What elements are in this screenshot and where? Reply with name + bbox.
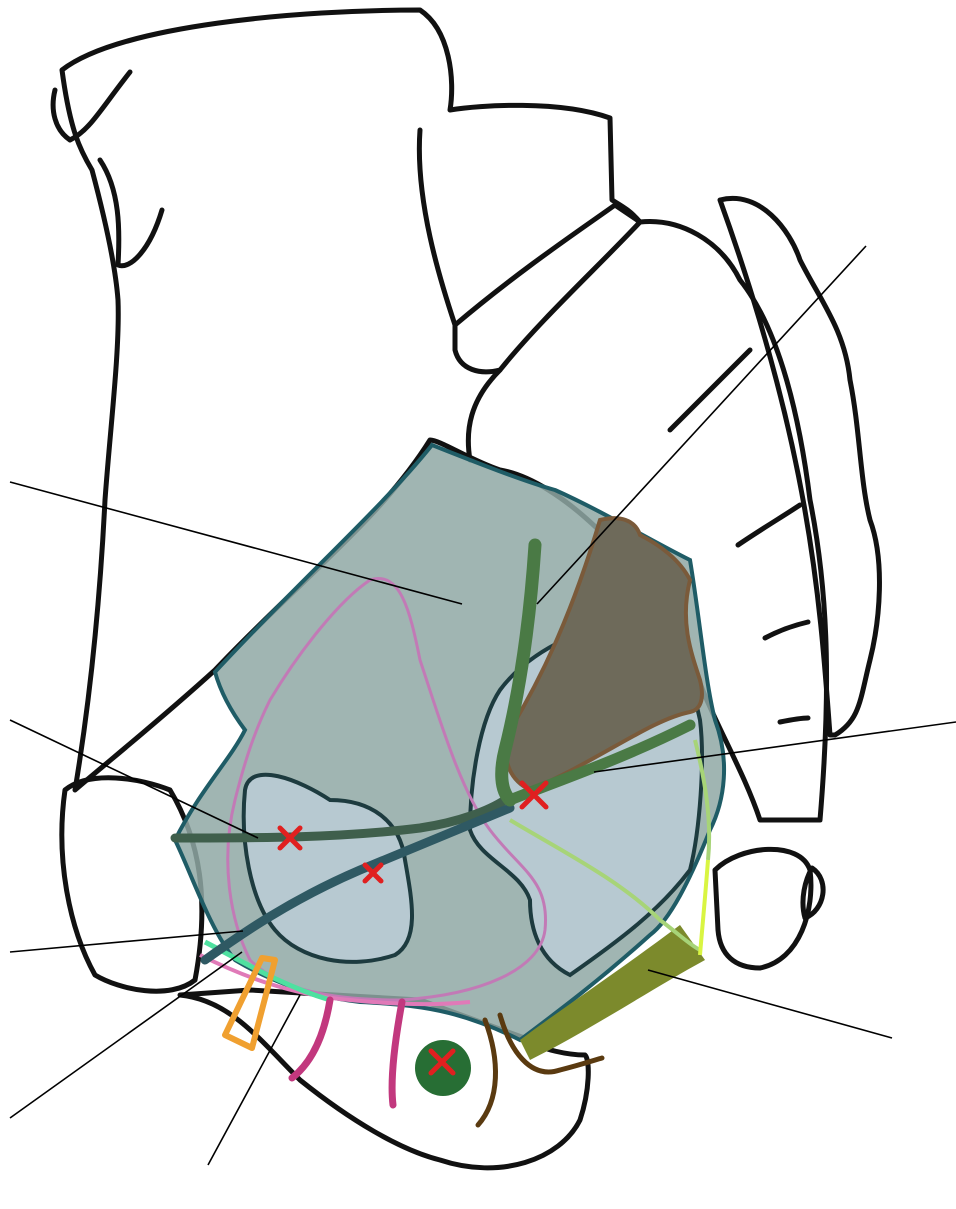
- magenta-nerve-1: [292, 1000, 330, 1078]
- magenta-nerve-2: [392, 1002, 402, 1105]
- leader-line-7: [208, 995, 300, 1165]
- sacral-ridge-2: [738, 505, 800, 545]
- vertebral-body: [419, 130, 455, 325]
- pubic-bone: [62, 778, 202, 991]
- leader-line-6: [10, 952, 242, 1118]
- leader-line-8: [648, 970, 892, 1038]
- dark-green-knot: [415, 1040, 471, 1096]
- sacral-ridge-4: [780, 718, 808, 722]
- lime-line: [700, 860, 708, 955]
- intervertebral-disc: [455, 205, 640, 372]
- sacral-ridge-3: [765, 622, 808, 638]
- sacral-ridge-1: [670, 350, 750, 430]
- coccyx-bone: [715, 849, 811, 968]
- sacrum-bone: [720, 198, 879, 735]
- vertebral-body-edge: [468, 370, 500, 460]
- brown-nerve-1: [478, 1020, 495, 1125]
